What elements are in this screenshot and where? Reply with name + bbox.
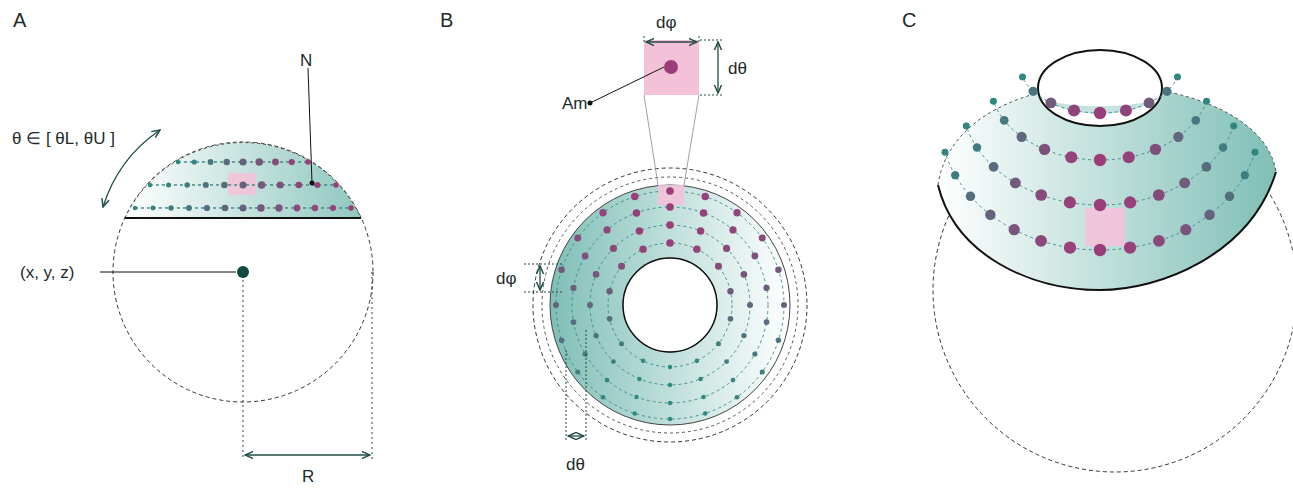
dimension-label: R [302,468,314,485]
dimension-label: θ ∈ [ θL, θU ] [12,130,115,147]
panel-letter: B [440,10,453,30]
dimension-label: dφ [656,14,676,31]
dimension-label: Am [562,95,588,112]
dimension-label: (x, y, z) [20,264,74,281]
panel-letter: C [902,10,916,30]
panel-letter: A [13,10,26,30]
dimension-label: dφ [496,270,516,287]
dimension-label: N [300,52,312,69]
dimension-label: dθ [566,456,585,473]
dimension-label: dθ [728,60,747,77]
